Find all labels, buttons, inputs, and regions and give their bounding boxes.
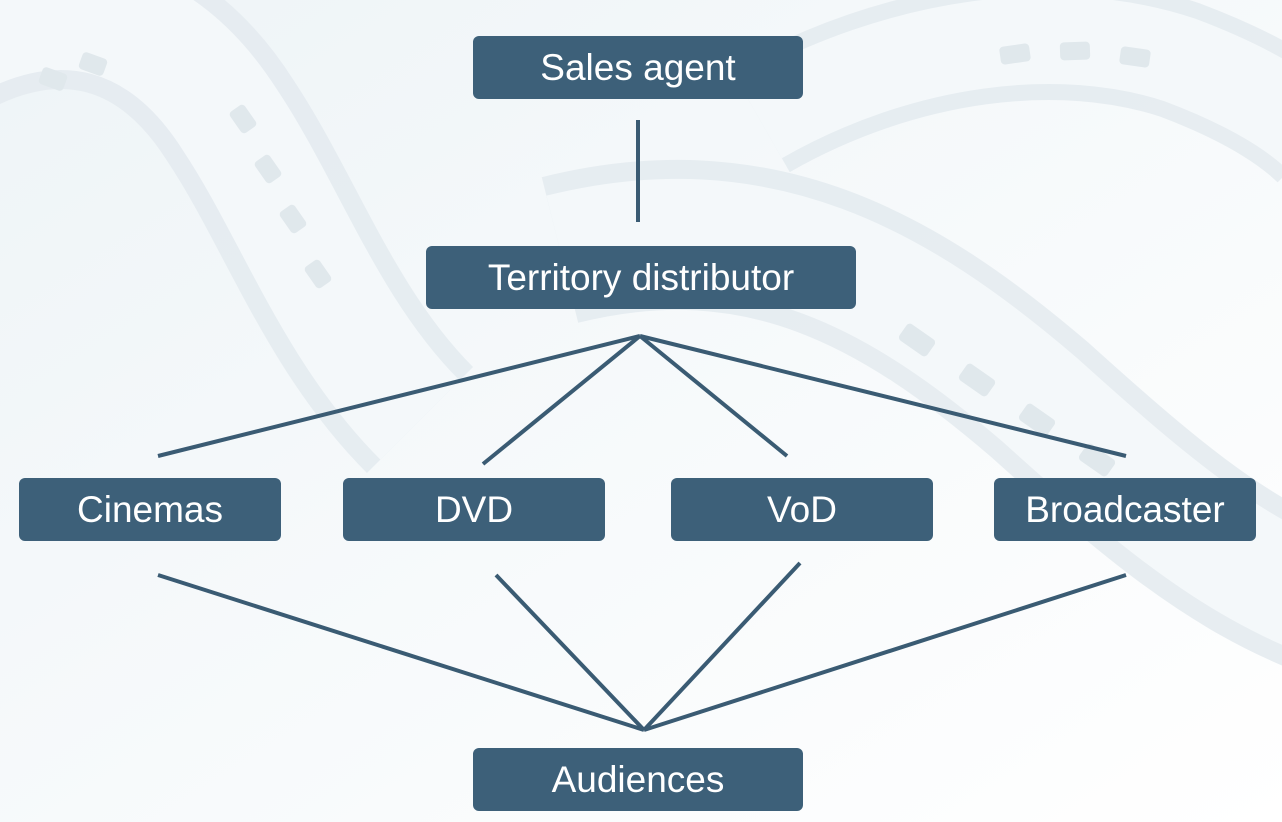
connector-dvd-to-audiences xyxy=(494,573,646,732)
node-sales-agent: Sales agent xyxy=(473,36,803,99)
node-territory-distributor: Territory distributor xyxy=(426,246,856,309)
node-label: Territory distributor xyxy=(487,256,795,298)
node-label: Audiences xyxy=(551,758,725,800)
node-label: VoD xyxy=(767,488,837,530)
connector-distributor-to-vod xyxy=(638,334,789,458)
connector-distributor-to-cinemas xyxy=(157,334,641,458)
connector-distributor-to-broadcaster xyxy=(639,334,1127,458)
connector-vod-to-audiences xyxy=(642,561,802,732)
connector-cinemas-to-audiences xyxy=(157,573,645,732)
node-vod: VoD xyxy=(671,478,933,541)
node-label: Broadcaster xyxy=(1025,488,1225,530)
node-label: Cinemas xyxy=(77,488,223,530)
connector-broadcaster-to-audiences xyxy=(643,573,1127,732)
node-dvd: DVD xyxy=(343,478,605,541)
node-label: DVD xyxy=(434,488,514,530)
node-broadcaster: Broadcaster xyxy=(994,478,1256,541)
node-label: Sales agent xyxy=(540,46,736,88)
connector-distributor-to-dvd xyxy=(481,334,642,466)
node-audiences: Audiences xyxy=(473,748,803,811)
node-cinemas: Cinemas xyxy=(19,478,281,541)
